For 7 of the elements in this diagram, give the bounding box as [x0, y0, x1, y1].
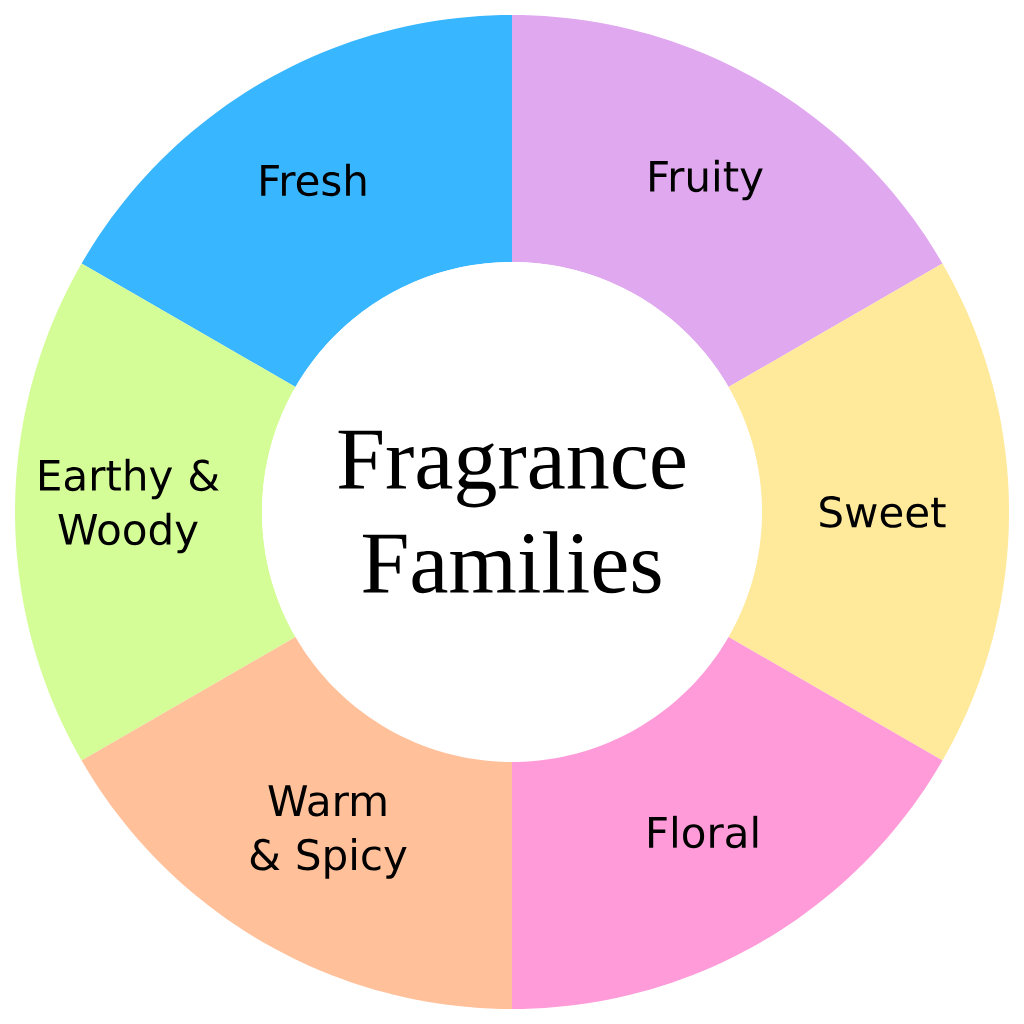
node-label: Fragrance Families	[338, 430, 685, 594]
donut-segment: Floral	[512, 637, 943, 1009]
donut-segment: Warm & Spicy	[81, 637, 512, 1009]
donut-segment: Fresh	[81, 15, 512, 387]
donut-segment: Earthy & Woody	[15, 263, 296, 761]
donut-segment: Sweet	[728, 263, 1010, 761]
donut-segment: Fruity	[512, 15, 943, 387]
